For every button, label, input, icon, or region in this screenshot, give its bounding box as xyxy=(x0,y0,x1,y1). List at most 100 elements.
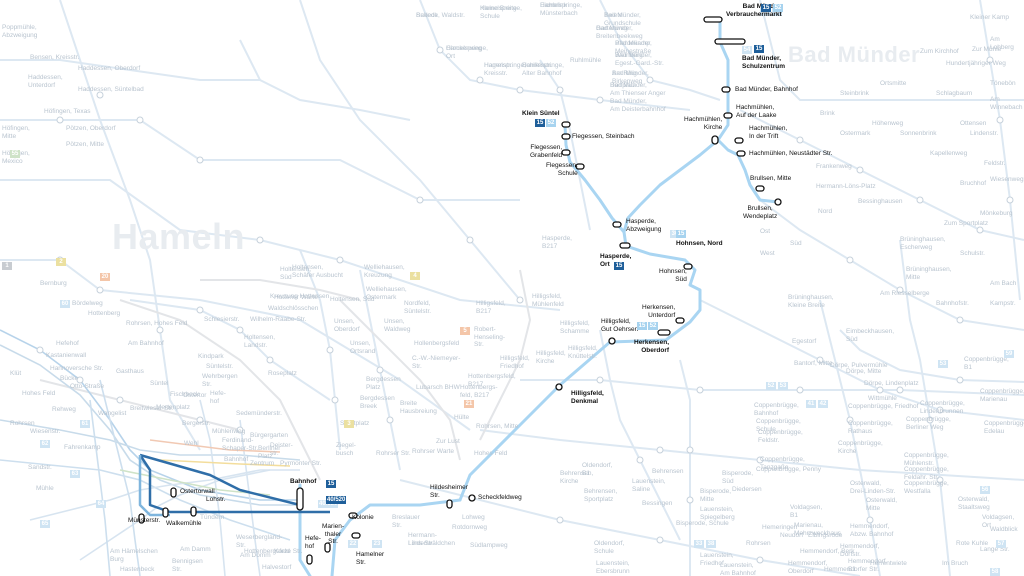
bg-stop-label: Nord xyxy=(818,208,833,215)
bg-line-badge: 53 xyxy=(778,382,788,390)
bg-stop-label: Sportplatz xyxy=(340,420,370,427)
bg-stop-label: Lange Str. xyxy=(980,546,1010,553)
bg-stop-label: Am Bach xyxy=(990,280,1017,287)
bg-stop-label: Wiesenstr. xyxy=(30,428,61,435)
bg-stop-label: Osterwald, Mitte xyxy=(866,497,898,512)
bg-stop-label: Süd xyxy=(790,240,802,247)
bg-stop-label: Oldendorf, Schule xyxy=(594,540,625,555)
bg-stop-label: Hohes Feld xyxy=(22,390,56,397)
bg-stop-label: Behrensen, Sportplatz xyxy=(584,488,618,503)
bg-stop-label: Rohrser Warte xyxy=(412,448,455,455)
stop-bahnhof[interactable]: Bahnhof xyxy=(290,478,317,485)
stop-klein-suentel[interactable]: Klein Süntel xyxy=(522,110,560,117)
bg-stop-label: Robert- Henseling- Str. xyxy=(474,326,506,348)
faint-stops xyxy=(36,46,1014,564)
bg-stop-label: Bürgergarten xyxy=(250,432,288,439)
stop-hasperde-ort[interactable]: Hasperde, Ort xyxy=(600,253,632,268)
stop-hachmuehlen-kirche[interactable]: Hachmühlen, Kirche xyxy=(684,116,723,131)
bg-stop-label: Osterwald, Staaltsweg xyxy=(958,496,990,511)
bg-stop-label: Südlampweg xyxy=(470,542,508,549)
stop-hachmuehlen-auf-der-laake[interactable]: Hachmühlen, Auf der Laake xyxy=(736,104,777,119)
stop-hilligsfeld-denkmal[interactable]: Hilligsfeld, Denkmal xyxy=(571,390,604,405)
bg-line-badge: 65 xyxy=(40,520,50,528)
stop-lohstr[interactable]: Lohstr. xyxy=(206,496,226,503)
bg-stop-label: Osterwald, Drei-Linden-Str. xyxy=(850,480,896,495)
stop-hachmuehlen-neustaedter-str[interactable]: Hachmühlen, Neustädter Str. xyxy=(749,150,833,157)
stop-bad-muender-bahnhof[interactable]: Bad Münder, Bahnhof xyxy=(735,86,798,93)
bg-stop-label: Dörpe, Pulvermühle xyxy=(830,362,888,369)
bg-stop-label: Ostertor xyxy=(183,392,207,399)
stop-walkemuehle[interactable]: Walkemühle xyxy=(166,520,202,527)
stop-ostertorwall[interactable]: Ostertorwall xyxy=(180,488,215,495)
stop-herkensen-unterdorf[interactable]: Herkensen, Unterdorf xyxy=(642,304,676,319)
bg-stop-label: Bad Münder, Am Thienser Anger xyxy=(610,82,666,97)
bg-stop-label: Hemmendorf, Oberdorf xyxy=(788,560,828,575)
bg-line-badge: 53 xyxy=(938,360,948,368)
city-route-light xyxy=(138,455,170,517)
stop-brullsen-wendeplatz[interactable]: Brullsen, Wendeplatz xyxy=(743,205,778,220)
bg-stop-label: Hilligsfeld, Schamme xyxy=(560,320,590,335)
stop-kolonie[interactable]: Kolonie xyxy=(352,514,374,521)
bg-stop-label: Lindenstr. xyxy=(970,130,999,137)
city-route-dark xyxy=(138,453,330,514)
bg-line-badge: 20 xyxy=(100,273,110,281)
stop-bad-muender-schulzentrum[interactable]: Bad Münder, Schulzentrum xyxy=(742,55,785,70)
bg-stop-label: Ottensen xyxy=(960,120,987,127)
stop-hohnsen-sued[interactable]: Hohnsen, Süd xyxy=(659,268,687,283)
bg-stop-label: Hemmendorf, B1 xyxy=(848,558,888,573)
bg-stop-label: Brink xyxy=(820,110,835,117)
bg-stop-label: Gasthaus xyxy=(116,368,144,375)
bg-line-badge: 42 xyxy=(818,400,828,408)
badge-line-15: 15 xyxy=(761,4,771,12)
bg-stop-label: Ortsmitte xyxy=(880,80,907,87)
stop-hamelner-str[interactable]: Hamelner Str. xyxy=(356,551,385,566)
bg-stop-label: Sonnenbrink xyxy=(900,130,937,137)
bg-line-badge: 1 xyxy=(2,262,12,270)
bg-stop-label: Kleine Breite xyxy=(480,5,517,12)
bg-stop-label: Deister- str. xyxy=(270,442,293,457)
stop-herkensen-oberdorf[interactable]: Herkensen, Oberdorf xyxy=(634,339,670,354)
stop-hildesheimer-str[interactable]: Hildesheimer Str. xyxy=(430,484,468,499)
bg-stop-label: Hasperde, B217 xyxy=(542,235,572,250)
bg-stop-label: Lauenstein, Am Bahnhof xyxy=(720,562,756,576)
bg-stop-label: Schulstr. xyxy=(960,250,985,257)
bg-stop-label: Bruchhof xyxy=(960,180,987,187)
bg-stop-label: Eimbeckhausen, Süd xyxy=(846,328,895,343)
badge-line-52: 52 xyxy=(773,4,783,12)
bg-stop-label: Nordfeld, Süntelstr. xyxy=(404,300,432,315)
bg-stop-label: Hottenbergsfeld, B217 xyxy=(468,373,516,388)
bg-line-badge: 63 xyxy=(70,470,80,478)
bg-stop-label: Halvestorf xyxy=(262,564,292,571)
stop-scheckfeldweg[interactable]: Scheckfeldweg xyxy=(478,494,522,501)
stop-flegessen-schule[interactable]: Flegessen, Schule xyxy=(546,162,578,177)
stop-hachmuehlen-in-der-trift[interactable]: Hachmühlen, In der Trift xyxy=(749,125,788,140)
bg-stop-label: Coppenbrügge, Schule xyxy=(756,418,801,433)
stop-hasperde-abzweigung[interactable]: Hasperde, Abzweigung xyxy=(626,218,662,233)
active-stops xyxy=(138,16,782,565)
stop-hefehof[interactable]: Hefe- hof xyxy=(305,535,321,550)
bg-stop-label: Coppenbrügge, Friedhof xyxy=(848,403,919,410)
stop-muensterstr[interactable]: Münsterstr. xyxy=(128,517,161,524)
bg-stop-label: Hundertjähriger Weg xyxy=(946,60,1006,67)
bg-stop-label: Coppenbrügge, Feldstr. xyxy=(758,429,803,444)
stop-flegessen-grabenfeld[interactable]: Flegessen, Grabenfeld xyxy=(530,144,563,159)
bg-stop-label: Am Domm xyxy=(240,552,271,559)
bg-stop-label: Haddessen, Oberdorf xyxy=(78,65,141,72)
bg-stop-label: Coppenbrügge, Feldahr. Str. xyxy=(904,466,949,481)
bg-stop-label: Bernburg xyxy=(40,280,67,287)
bg-stop-label: Weinberg xyxy=(615,52,643,59)
bg-stop-label: Marienau, Mehrzweckhaus xyxy=(794,522,841,537)
bg-stop-label: Süntel xyxy=(150,380,169,387)
stop-marienthaler-str[interactable]: Marien- thaler Str. xyxy=(322,523,345,545)
stop-hohnsen-nord[interactable]: Hohnsen, Nord xyxy=(676,240,723,247)
bg-stop-label: Ostermark xyxy=(840,130,871,137)
stop-brullsen-mitte[interactable]: Brullsen, Mitte xyxy=(750,175,792,182)
bg-stop-label: Sudeck xyxy=(416,12,438,19)
stop-hilligsfeld-gut-oehrsen[interactable]: Hilligsfeld, Gut Oehrsen xyxy=(601,318,639,333)
bg-stop-label: Waldblick xyxy=(990,526,1018,533)
badge-line-15: 15 xyxy=(676,230,686,238)
stop-flegessen-steinbach[interactable]: Flegessen, Steinbach xyxy=(572,133,635,140)
bg-stop-label: Bergerstr. xyxy=(182,420,211,427)
bg-stop-label: Coppenbrügge, Penny xyxy=(756,466,822,473)
